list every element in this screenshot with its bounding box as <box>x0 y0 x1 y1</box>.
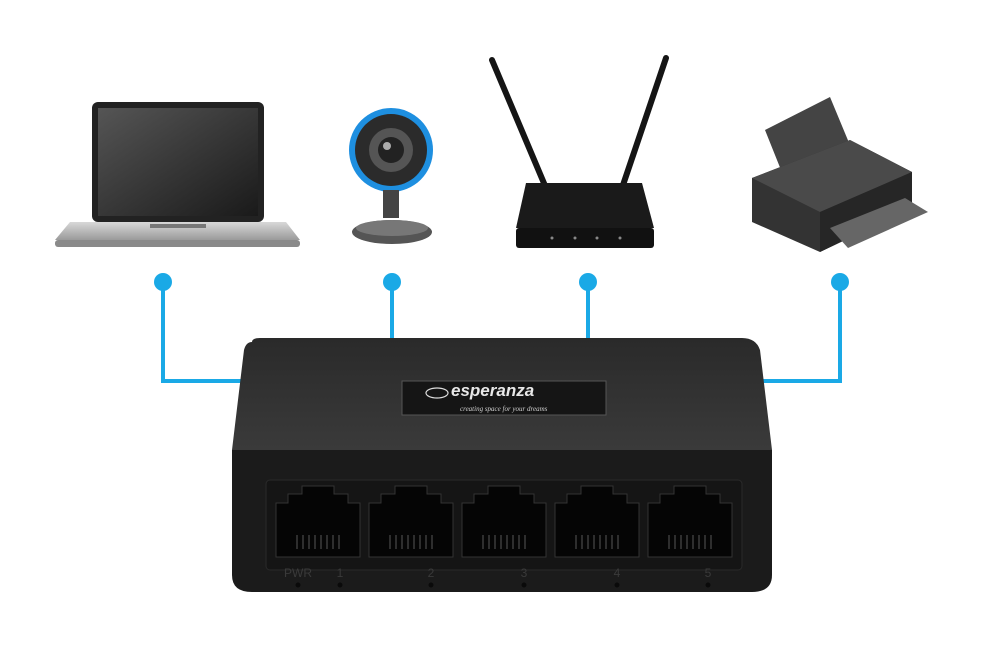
port-label: 5 <box>705 566 712 580</box>
webcam-link-dot <box>383 273 401 291</box>
ethernet-port-4[interactable] <box>554 485 640 558</box>
status-led <box>614 582 620 588</box>
port-label: 3 <box>521 566 528 580</box>
status-led <box>428 582 434 588</box>
status-led <box>521 582 527 588</box>
laptop-link <box>161 282 250 383</box>
printer-link-dot <box>831 273 849 291</box>
port-label: 4 <box>614 566 621 580</box>
ethernet-port-2[interactable] <box>368 485 454 558</box>
printer-link <box>758 282 842 383</box>
status-led <box>705 582 711 588</box>
connection-lines <box>161 282 842 383</box>
laptop-link-dot <box>154 273 172 291</box>
printer-icon <box>752 97 928 252</box>
ethernet-port-3[interactable] <box>461 485 547 558</box>
webcam-icon <box>349 108 433 244</box>
brand-logo: esperanza <box>451 381 534 400</box>
ethernet-port-5[interactable] <box>647 485 733 558</box>
port-label: 1 <box>337 566 344 580</box>
brand-tagline: creating space for your dreams <box>460 405 548 413</box>
port-label: PWR <box>284 566 312 580</box>
port-label: 2 <box>428 566 435 580</box>
network-switch: esperanza creating space for your dreams… <box>232 338 772 592</box>
router-link-dot <box>579 273 597 291</box>
brand-logo-swoosh <box>425 387 449 399</box>
status-led <box>337 582 343 588</box>
laptop-icon <box>55 102 300 247</box>
ethernet-port-1[interactable] <box>275 485 361 558</box>
status-led <box>295 582 301 588</box>
router-icon <box>489 55 669 248</box>
